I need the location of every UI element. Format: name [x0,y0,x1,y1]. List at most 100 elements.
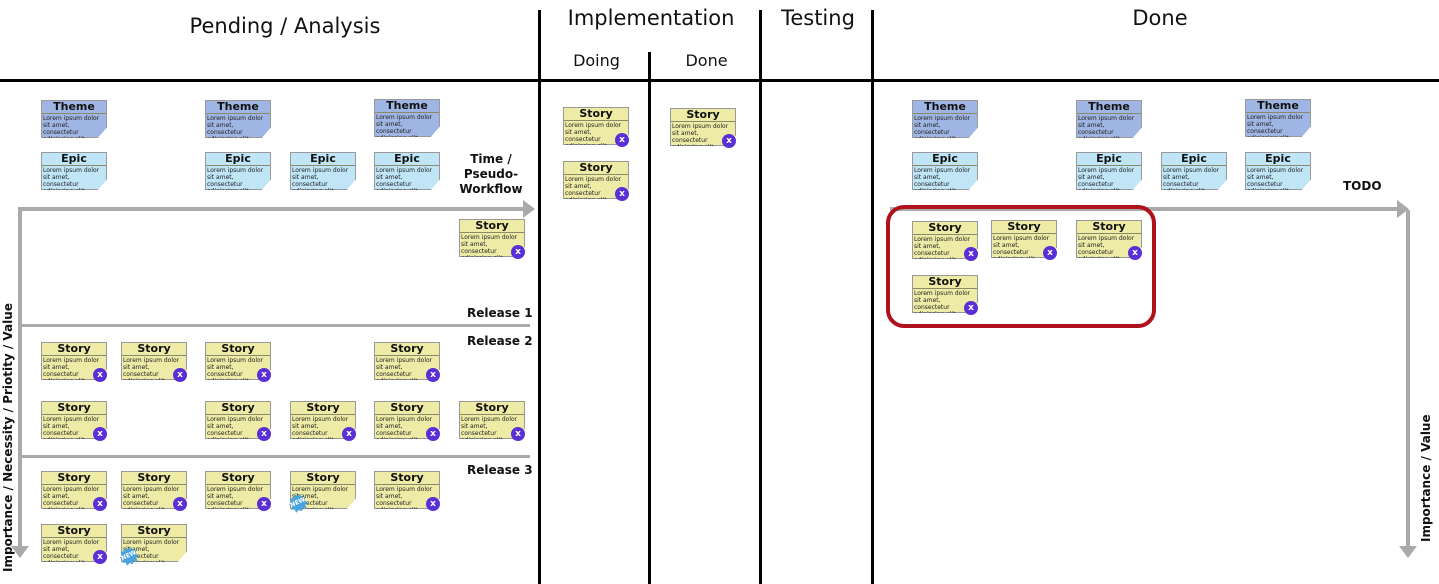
close-badge-icon[interactable]: x [1128,246,1142,260]
theme-card-title: Theme [206,101,270,114]
card-body-text: Lorem ipsum dolor sit amet, consectetur … [207,416,264,444]
story-card-title: Story [913,276,977,289]
story-card-title: Story [42,343,106,356]
close-badge-icon[interactable]: x [511,245,525,259]
story-card-title: Story [564,162,628,175]
story-card-title: Story [291,472,355,485]
left-axis-label: Importance / Necessity / Priotity / Valu… [1,303,15,572]
card-body-text: Lorem ipsum dolor sit amet, consectetur … [376,357,433,385]
close-badge-icon[interactable]: x [722,134,736,148]
card-body-text: Lorem ipsum dolor sit amet, consectetur … [993,235,1050,263]
close-badge-icon[interactable]: x [93,368,107,382]
card-body-text: Lorem ipsum dolor sit amet, consectetur … [43,357,100,385]
epic-card-title: Epic [375,153,439,166]
close-badge-icon[interactable]: x [426,368,440,382]
card-body-text: Lorem ipsum dolor sit amet, consectetur … [123,357,180,385]
release1-label: Release 1 [467,306,533,320]
importance-axis-arrow [11,546,29,558]
time-label: Time / Pseudo- Workflow [459,152,523,196]
divider-impl-testing [759,10,762,584]
time-axis [18,207,524,211]
story-card-title: Story [913,222,977,235]
theme-card-title: Theme [913,101,977,114]
column-pending-analysis: Pending / Analysis [189,14,381,38]
card-body-text: Lorem ipsum dolor sit amet, consectetur … [461,234,518,262]
card-body-text: Lorem ipsum dolor sit amet, consectetur … [914,290,971,318]
epic-card-title: Epic [913,153,977,166]
close-badge-icon[interactable]: x [615,187,629,201]
close-badge-icon[interactable]: x [426,427,440,441]
card-body-text: Lorem ipsum dolor sit amet, consectetur … [207,486,264,514]
card-body-text: Lorem ipsum dolor sit amet, consectetur … [123,486,180,514]
column-testing: Testing [781,6,855,30]
card-body-text: Lorem ipsum dolor sit amet, consectetur … [43,167,100,195]
divider-testing-done [871,10,874,584]
story-card-title: Story [375,402,439,415]
subcolumn-doing: Doing [573,51,620,70]
close-badge-icon[interactable]: x [257,368,271,382]
release2-label: Release 2 [467,334,533,348]
close-badge-icon[interactable]: x [93,550,107,564]
card-body-text: Lorem ipsum dolor sit amet, consectetur … [43,416,100,444]
done-importance-axis-arrow [1399,546,1417,558]
story-card-title: Story [1077,221,1141,234]
close-badge-icon[interactable]: x [93,427,107,441]
close-badge-icon[interactable]: x [257,427,271,441]
close-badge-icon[interactable]: x [173,368,187,382]
epic-card-title: Epic [206,153,270,166]
card-body-text: Lorem ipsum dolor sit amet, consectetur … [565,176,622,204]
column-done: Done [1132,6,1188,30]
close-badge-icon[interactable]: x [964,247,978,261]
story-card-title: Story [122,525,186,538]
card-body-text: Lorem ipsum dolor sit amet, consectetur … [292,416,349,444]
close-badge-icon[interactable]: x [257,497,271,511]
story-card-title: Story [122,343,186,356]
todo-label: TODO [1343,179,1382,193]
card-body-text: Lorem ipsum dolor sit amet, consectetur … [1247,167,1304,195]
close-badge-icon[interactable]: x [173,497,187,511]
done-selection-highlight [886,205,1156,328]
story-card-title: Story [375,343,439,356]
story-card-title: Story [42,525,106,538]
close-badge-icon[interactable]: x [342,427,356,441]
right-axis-label: Importance / Value [1419,414,1433,542]
close-badge-icon[interactable]: x [511,427,525,441]
close-badge-icon[interactable]: x [964,301,978,315]
card-body-text: Lorem ipsum dolor sit amet, consectetur … [461,416,518,444]
close-badge-icon[interactable]: x [615,133,629,147]
theme-card-title: Theme [375,100,439,113]
epic-card-title: Epic [1077,153,1141,166]
story-card-title: Story [122,472,186,485]
story-card-title: Story [564,108,628,121]
card-body-text: Lorem ipsum dolor sit amet, consectetur … [565,122,622,150]
subcolumn-done: Done [685,51,728,70]
epic-card-title: Epic [291,153,355,166]
close-badge-icon[interactable]: x [93,497,107,511]
close-badge-icon[interactable]: x [1043,246,1057,260]
divider-pending-impl [538,10,541,584]
card-body-text: Lorem ipsum dolor sit amet, consectetur … [1078,167,1135,195]
close-badge-icon[interactable]: x [426,497,440,511]
